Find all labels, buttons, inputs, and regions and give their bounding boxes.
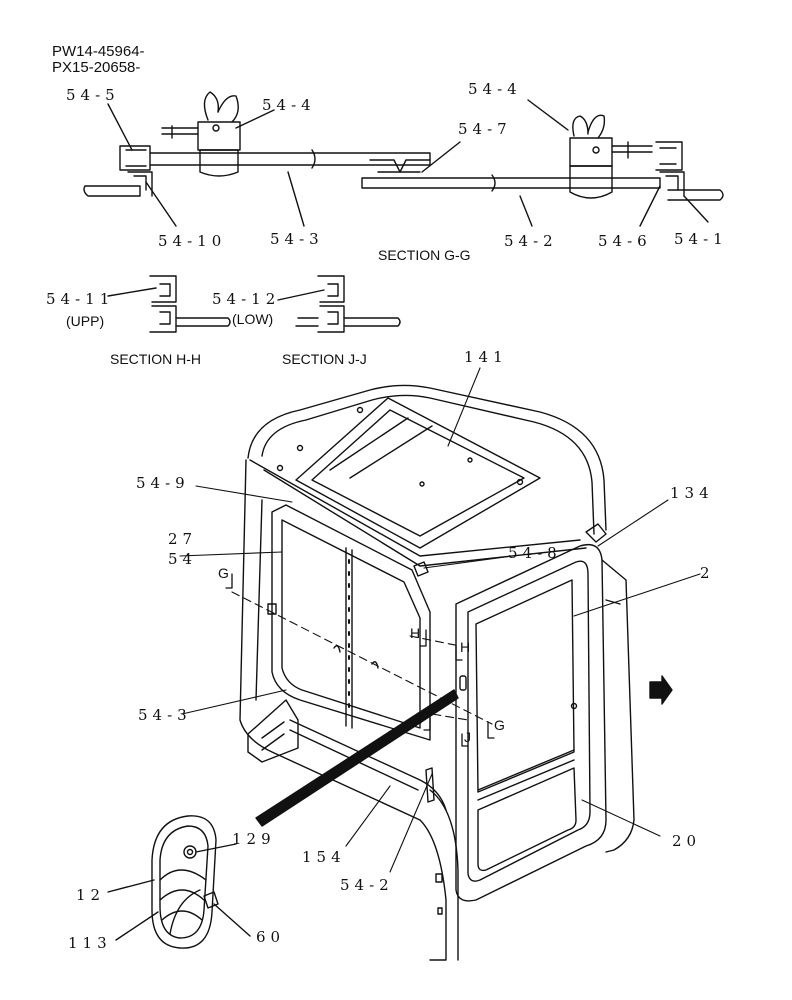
callout-134: 134 xyxy=(670,484,714,502)
callout-154: 154 xyxy=(302,848,346,866)
callout-54-12: 54-12 xyxy=(212,290,281,308)
callout-54-8: 54-8 xyxy=(508,544,562,562)
callout-54-4-right: 54-4 xyxy=(468,80,522,98)
section-hh-drawing xyxy=(107,275,231,333)
section-gg-drawing xyxy=(83,91,724,227)
serial-range-line-2: PX15-20658- xyxy=(52,58,141,76)
serial-range-header: PW14-45964- PX15-20658- xyxy=(52,44,145,76)
serial-range-line-1: PW14-45964- xyxy=(52,43,145,60)
marker-j-left: J xyxy=(416,711,423,727)
callout-2: 2 xyxy=(700,564,715,582)
callout-60: 60 xyxy=(256,928,286,946)
marker-j-right: J xyxy=(464,729,471,745)
callout-27: 27 xyxy=(168,530,198,548)
section-hh-caption: SECTION H-H xyxy=(110,351,201,367)
mirror-assembly-drawing xyxy=(107,815,251,949)
marker-h-left: H xyxy=(410,625,421,641)
callout-54-2-top: 54-2 xyxy=(504,232,558,250)
callout-54-5: 54-5 xyxy=(66,86,120,104)
lower-note: (LOW) xyxy=(232,311,274,327)
callout-54-3-top: 54-3 xyxy=(270,230,324,248)
cab-body-drawing xyxy=(239,384,673,961)
callout-54-11: 54-11 xyxy=(46,290,115,308)
callout-54-7: 54-7 xyxy=(458,120,512,138)
callout-leaders xyxy=(179,367,701,873)
callout-54-1: 54-1 xyxy=(674,230,728,248)
callout-54: 54 xyxy=(168,550,198,568)
callout-54-6: 54-6 xyxy=(598,232,652,250)
section-jj-caption: SECTION J-J xyxy=(282,351,367,367)
callout-141: 141 xyxy=(464,348,508,366)
callout-12: 12 xyxy=(76,886,106,904)
marker-h-right: H xyxy=(460,639,471,655)
callout-54-4-left: 54-4 xyxy=(262,96,316,114)
callout-54-3-cab: 54-3 xyxy=(138,706,192,724)
section-cut-lines xyxy=(231,591,493,725)
section-jj-drawing xyxy=(277,275,401,333)
callout-54-9: 54-9 xyxy=(136,474,190,492)
section-markers xyxy=(225,573,495,747)
callout-20: 20 xyxy=(672,832,702,850)
callout-54-2-cab: 54-2 xyxy=(340,876,394,894)
marker-g-right: G xyxy=(494,717,505,733)
callout-54-10: 54-10 xyxy=(158,232,227,250)
callout-113: 113 xyxy=(68,934,112,952)
marker-g-left: G xyxy=(218,565,229,581)
callout-129: 129 xyxy=(232,830,276,848)
section-gg-caption: SECTION G-G xyxy=(378,247,471,263)
upper-note: (UPP) xyxy=(66,313,105,329)
